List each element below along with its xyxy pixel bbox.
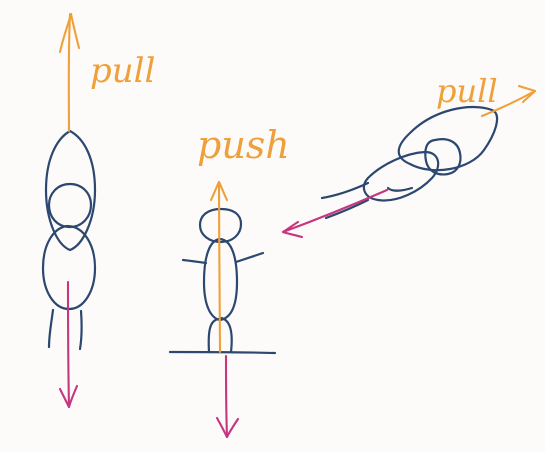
- middle-figure-arm-left: [181, 258, 208, 265]
- middle-weight-arrowhead: [215, 416, 240, 439]
- middle-push-label: push: [197, 123, 290, 167]
- middle-figure-head: [198, 207, 243, 244]
- left-figure-head: [47, 182, 93, 229]
- left-pull-label: pull: [90, 51, 155, 91]
- right-pull-arrowhead: [517, 84, 537, 104]
- left-figure-hood: [44, 129, 97, 252]
- right-figure-leg-lower: [324, 198, 370, 220]
- right-weight-arrow-shaft: [281, 188, 389, 234]
- right-pull-label: pull: [436, 72, 498, 110]
- middle-figure-legs: [207, 316, 233, 354]
- left-figure: pull: [41, 12, 155, 409]
- right-pull-arrow-shaft: [480, 89, 537, 118]
- middle-figure: push: [168, 123, 290, 439]
- right-figure-hood: [397, 105, 499, 172]
- left-weight-arrow-shaft: [66, 280, 71, 409]
- right-figure: pull: [281, 72, 537, 239]
- right-figure-torso: [362, 150, 440, 202]
- ground-line: [168, 350, 277, 355]
- left-figure-leg-right: [78, 309, 83, 351]
- left-pull-arrow-shaft: [67, 12, 72, 133]
- right-figure-bottom-line: [386, 186, 414, 192]
- right-figure-leg-upper: [320, 181, 370, 200]
- right-weight-arrowhead: [281, 220, 304, 239]
- left-weight-arrowhead: [58, 384, 79, 409]
- left-pull-arrowhead: [58, 12, 81, 54]
- middle-push-arrow-shaft: [217, 180, 222, 354]
- left-figure-leg-left: [47, 308, 55, 349]
- middle-weight-arrow-shaft: [224, 354, 229, 439]
- middle-figure-arm-right: [234, 251, 265, 264]
- middle-push-arrowhead: [209, 180, 229, 202]
